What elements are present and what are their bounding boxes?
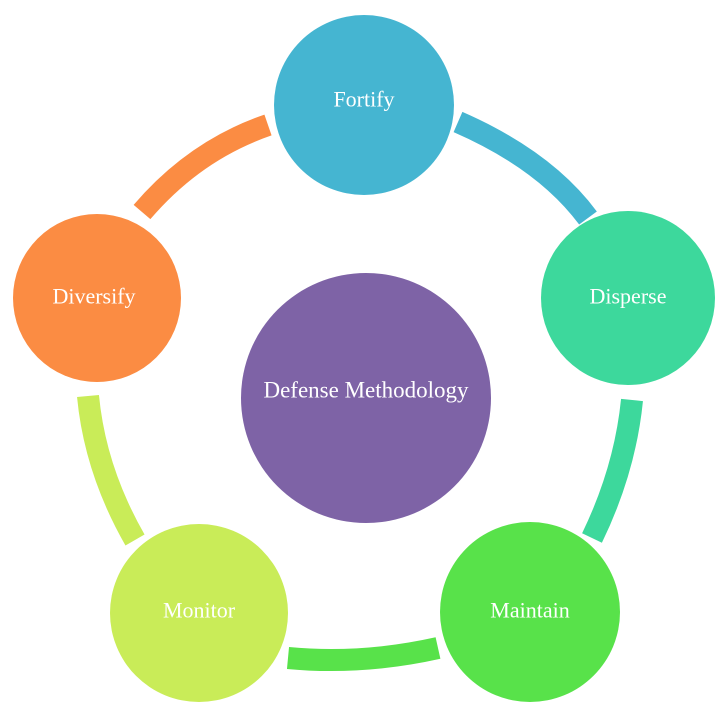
node-circle-monitor — [110, 524, 288, 702]
connector-disperse-maintain — [582, 398, 643, 543]
node-label-diversify: Diversify — [52, 284, 135, 309]
connector-maintain-monitor — [286, 637, 441, 672]
connector-diversify-fortify — [133, 114, 272, 220]
connector-monitor-diversify — [77, 394, 145, 546]
node-maintain: Maintain — [440, 522, 620, 702]
node-monitor: Monitor — [110, 524, 288, 702]
connector-ring — [77, 111, 643, 672]
connector-fortify-disperse — [453, 111, 597, 225]
node-circle-fortify — [274, 15, 454, 195]
node-label-disperse: Disperse — [590, 284, 667, 309]
node-disperse: Disperse — [541, 211, 715, 385]
node-label-fortify: Fortify — [333, 87, 394, 112]
center-label: Defense Methodology — [263, 378, 469, 403]
center-circle — [241, 273, 491, 523]
node-circle-maintain — [440, 522, 620, 702]
node-circle-diversify — [13, 214, 181, 382]
center-node: Defense Methodology — [241, 273, 491, 523]
node-fortify: Fortify — [274, 15, 454, 195]
node-circle-disperse — [541, 211, 715, 385]
node-label-monitor: Monitor — [163, 598, 236, 623]
node-diversify: Diversify — [13, 214, 181, 382]
node-label-maintain: Maintain — [490, 598, 569, 623]
